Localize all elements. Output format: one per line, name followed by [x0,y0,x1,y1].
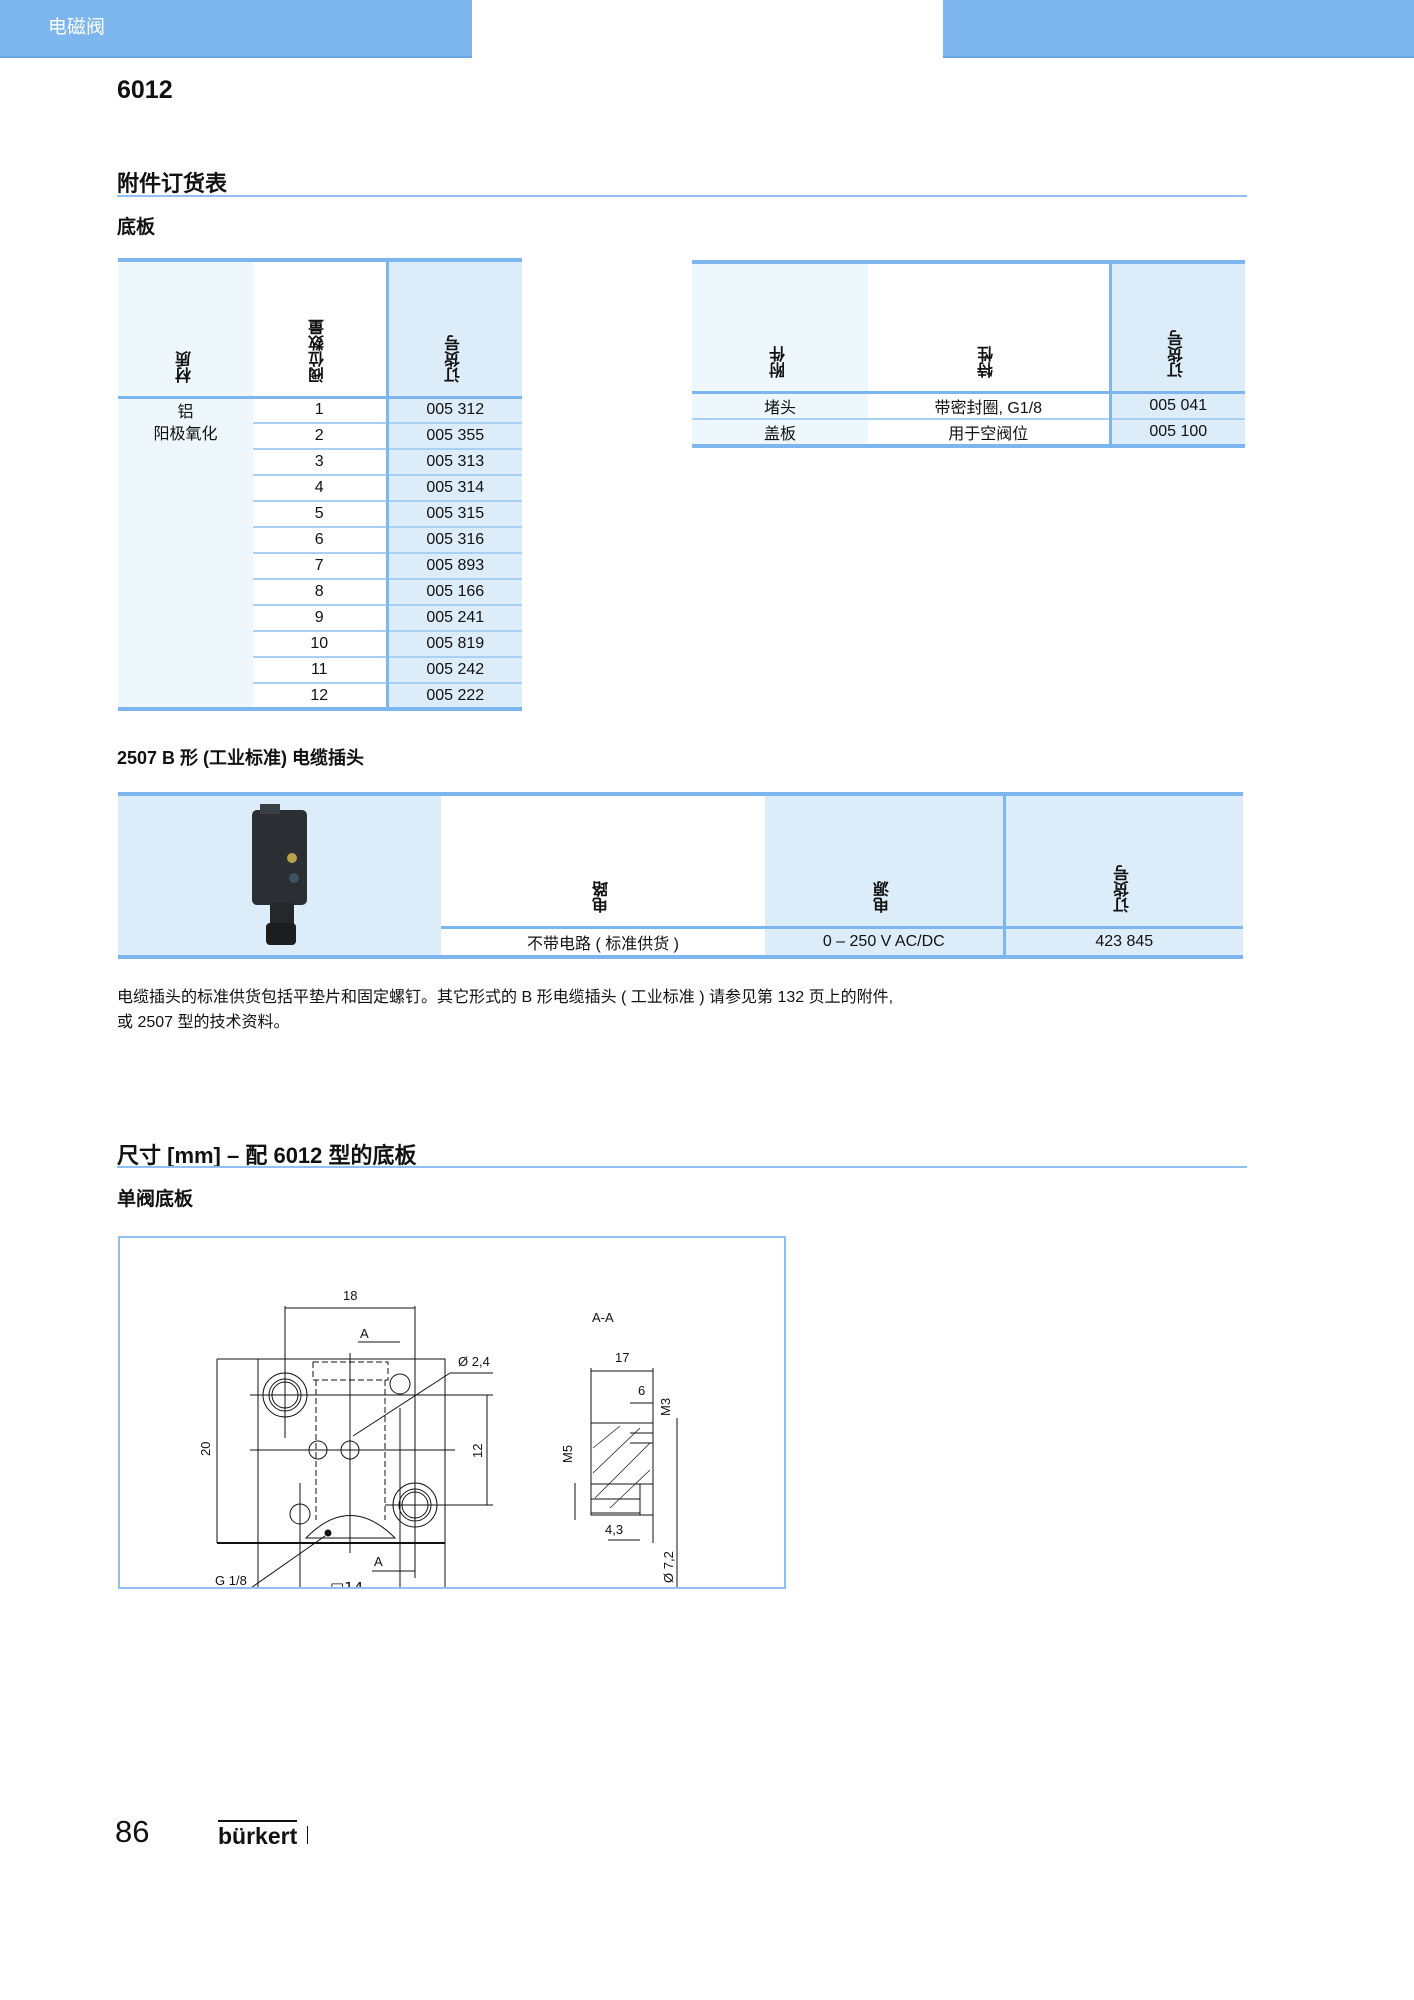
dim-20: 20 [198,1442,213,1456]
cell: 005 041 [1110,392,1245,420]
cell: 423 845 [1004,927,1243,957]
section-mark-bottom: A [374,1554,383,1569]
col-header: 订货号 [1004,794,1243,929]
note-line: 电缆插头的标准供货包括平垫片和固定螺钉。其它形式的 B 形电缆插头 ( 工业标准… [117,989,894,1006]
footer-divider [307,1826,308,1844]
dim-d24: Ø 2,4 [458,1354,490,1369]
subtitle-baseplate: 底板 [117,217,156,238]
cell: 堵头 [692,392,868,420]
positions-cell: 5 [253,501,389,528]
cell: 0 – 250 V AC/DC [765,927,1006,957]
accessory-table: 附件 特性 订货号 堵头 带密封圈, G1/8 005 041 盖板 用于空阀位… [692,260,1245,448]
col-header: 附件 [692,262,868,394]
material-finish: 阳极氧化 [153,425,218,443]
positions-cell: 1 [253,397,389,424]
positions-cell: 7 [253,553,389,580]
header-bar-left [0,0,472,58]
positions-cell: 12 [253,683,389,709]
order-number-cell: 005 222 [387,683,522,709]
dim-18: 18 [343,1288,357,1303]
order-number-cell: 005 315 [387,501,522,528]
dim-square-14: □14 [330,1579,363,1587]
baseplate-drawing-icon: 18 A A Ø 2,4 20 12 G 1/8 □14 26 A-A 17 6… [198,1288,678,1630]
cable-plug-table: 电路 电源 订货号 不带电路 ( 标准供货 ) 0 – 250 V AC/DC … [118,792,1243,959]
cell: 005 100 [1110,418,1245,446]
table-row: 盖板 用于空阀位 005 100 [692,418,1245,446]
material: 铝 [177,403,194,421]
section-rule [117,195,1247,197]
dim-43: 4,3 [605,1522,623,1537]
order-number-cell: 005 316 [387,527,522,554]
cell: 带密封圈, G1/8 [868,392,1112,420]
subtitle-single-plate: 单阀底板 [117,1189,194,1210]
brand-logo: bürkert [218,1820,298,1848]
header-bar-right [943,0,1414,58]
table-row: 不带电路 ( 标准供货 ) 0 – 250 V AC/DC 423 845 [118,927,1243,957]
page-number: 86 [115,1814,150,1849]
cable-plug-icon [251,804,307,945]
section-title-dimensions: 尺寸 [mm] – 配 6012 型的底板 [117,1143,417,1168]
order-number-cell: 005 893 [387,553,522,580]
order-number-cell: 005 242 [387,657,522,684]
cable-plug-title: 2507 B 形 (工业标准) 电缆插头 [117,748,365,768]
positions-cell: 9 [253,605,389,632]
col-header: 订货号 [1110,262,1245,394]
order-number-cell: 005 166 [387,579,522,606]
col-header: 特性 [868,262,1112,394]
cell: 用于空阀位 [868,418,1112,446]
col-header: 电源 [765,794,1006,929]
table-row: 堵头 带密封圈, G1/8 005 041 [692,392,1245,420]
positions-cell: 10 [253,631,389,658]
section-rule [117,1166,1247,1168]
positions-cell: 4 [253,475,389,502]
order-number-cell: 005 241 [387,605,522,632]
section-mark-top: A [360,1326,369,1341]
product-title: 6012 [117,76,173,104]
positions-cell: 2 [253,423,389,450]
order-number-cell: 005 313 [387,449,522,476]
header-category: 电磁阀 [48,17,106,38]
cell: 盖板 [692,418,868,446]
col-header: 材质 [118,260,253,399]
positions-cell: 8 [253,579,389,606]
order-number-cell: 005 819 [387,631,522,658]
section-label-aa: A-A [592,1310,614,1325]
col-header: 电路 [441,794,765,929]
order-number-cell: 005 312 [387,397,522,424]
plug-image [118,794,441,959]
dim-d72: Ø 7,2 [661,1551,676,1583]
order-number-cell: 005 314 [387,475,522,502]
material-cell: 铝阳极氧化 [118,397,253,709]
positions-cell: 6 [253,527,389,554]
note-line: 或 2507 型的技术资料。 [117,1014,290,1031]
col-header: 订货号 [387,260,522,399]
section-title-accessories: 附件订货表 [117,171,228,196]
dim-g18: G 1/8 [215,1573,247,1587]
positions-cell: 3 [253,449,389,476]
dimension-drawing: 18 A A Ø 2,4 20 12 G 1/8 □14 26 A-A 17 6… [118,1236,786,1630]
dim-m5: M5 [560,1445,575,1463]
col-header: 阀位数量 [253,260,389,399]
positions-cell: 11 [253,657,389,684]
order-number-cell: 005 355 [387,423,522,450]
dim-17: 17 [615,1350,629,1365]
cell: 不带电路 ( 标准供货 ) [441,927,765,957]
dim-6: 6 [638,1383,645,1398]
dim-m3: M3 [658,1398,673,1416]
dim-12: 12 [470,1444,485,1458]
